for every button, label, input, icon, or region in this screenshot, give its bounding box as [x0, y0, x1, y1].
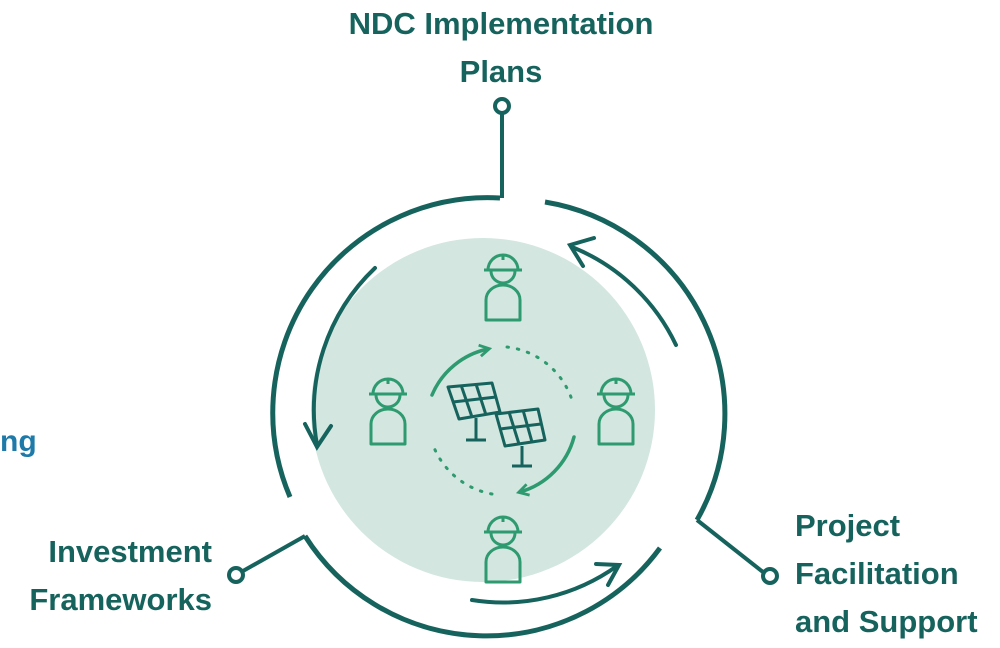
ring-segment-top: [544, 199, 728, 522]
inner-dots-top-right: [505, 345, 574, 402]
connector-left: [242, 534, 306, 573]
label-line: Project: [795, 508, 901, 543]
label-line: Investment: [48, 534, 212, 569]
worker-helmet-icon: [597, 377, 635, 446]
arrow-top-right: [570, 245, 678, 347]
inner-arrow-bottom: [515, 435, 576, 497]
label-line: and Support: [795, 604, 978, 639]
arrow-head-top-right: [566, 236, 596, 268]
arrow-head-bottom: [594, 562, 623, 587]
label-line: Facilitation: [795, 556, 959, 591]
pin-left: [227, 566, 245, 584]
ring-segment-bottom: [302, 534, 663, 639]
connector-right: [695, 518, 765, 574]
worker-helmet-icon: [484, 515, 522, 584]
label-ndc-implementation-plans: NDC Implementation Plans: [300, 0, 702, 96]
worker-helmet-icon: [369, 377, 407, 446]
label-cut-off-left: ng: [0, 425, 37, 458]
worker-helmet-icon: [484, 253, 522, 322]
inner-arrow-top: [430, 343, 493, 397]
ring-segment-left: [270, 195, 501, 498]
solar-panels-icon: [446, 381, 547, 468]
label-project-facilitation: Project Facilitation and Support: [795, 502, 978, 646]
pin-top: [493, 97, 511, 115]
label-line: Frameworks: [29, 582, 212, 617]
arrow-left: [311, 266, 377, 447]
arrow-head-left: [303, 422, 333, 451]
arrow-bottom: [470, 564, 619, 605]
label-line: Plans: [459, 54, 543, 89]
label-line: NDC Implementation: [348, 6, 654, 41]
pin-right: [761, 567, 779, 585]
label-investment-frameworks: Investment Frameworks: [0, 528, 212, 624]
